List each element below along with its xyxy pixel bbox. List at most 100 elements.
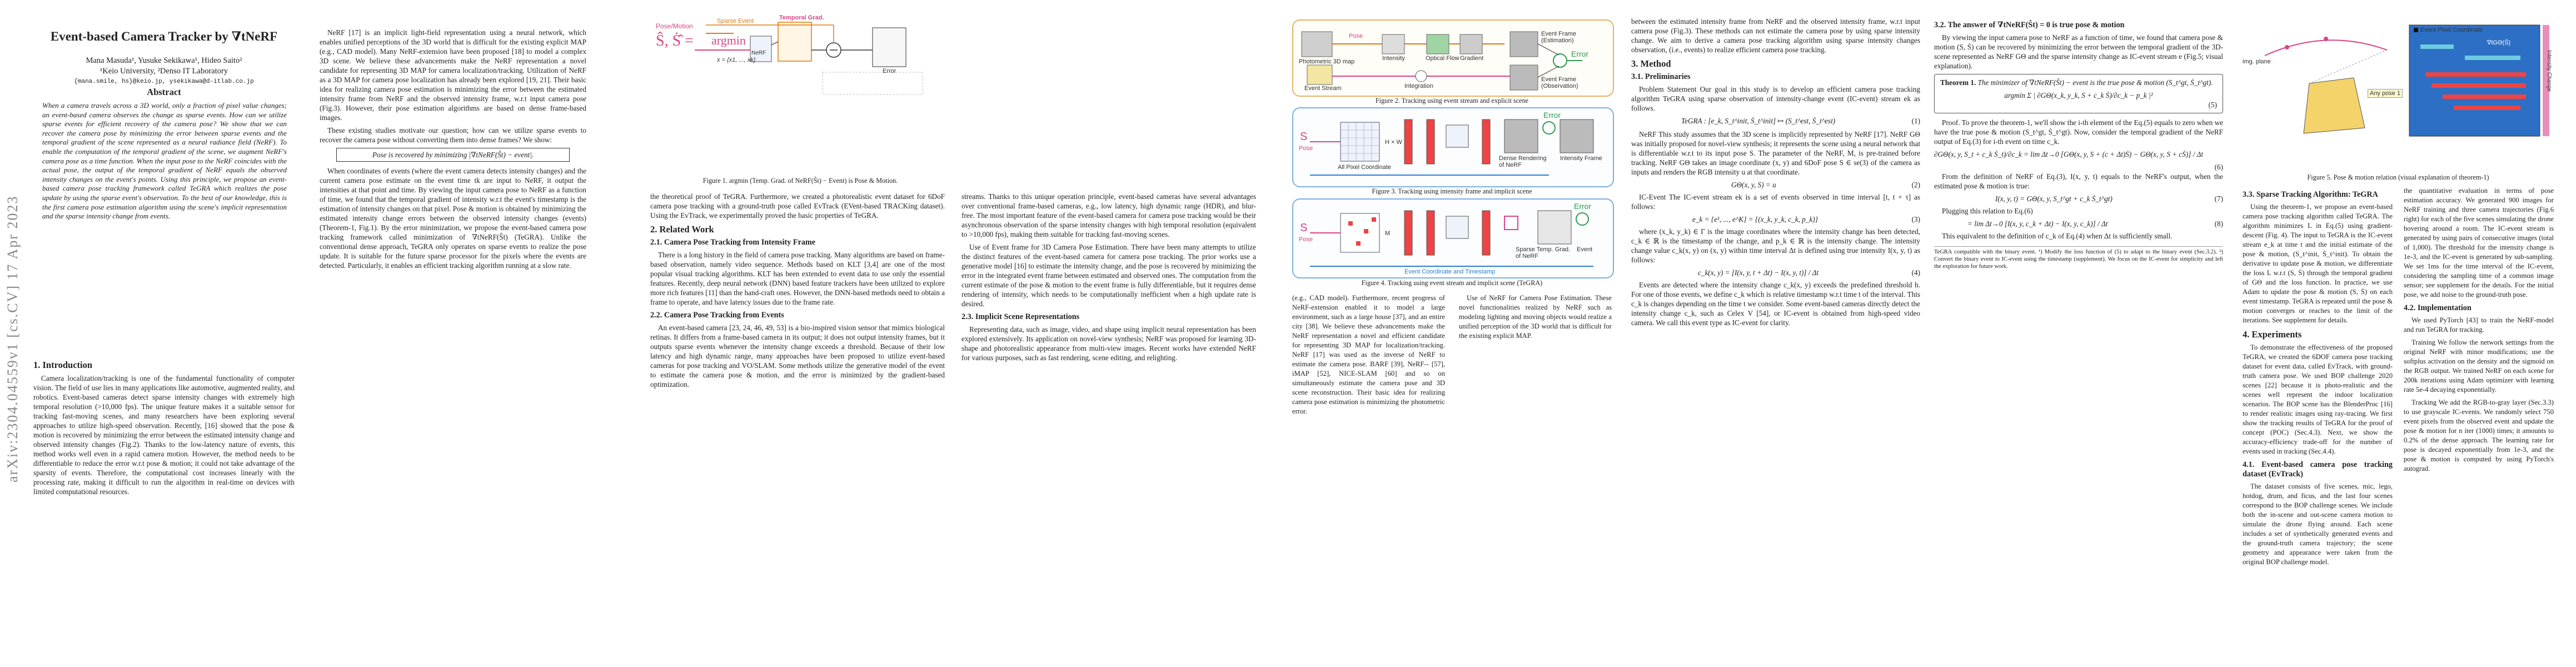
page2-col2: streams. Thanks to this unique operation… — [961, 192, 1256, 366]
event-frame-obs-label: Event Frame (Observation) — [1541, 76, 1578, 89]
intro-column: 1. Introduction Camera localization/trac… — [33, 356, 295, 500]
page3-col1: (e.g., CAD model). Furthermore, recent p… — [1292, 293, 1445, 420]
eq4-number: (4) — [1911, 268, 1920, 277]
figure-2-caption: Figure 2. Tracking using event stream an… — [1375, 97, 1529, 104]
figure-1: Pose/Motion Ŝ, Ṡ̂ = argmin Sparse Event … — [650, 14, 945, 185]
c5-paragraph-1: (e.g., CAD model). Furthermore, recent p… — [1292, 294, 1445, 415]
experiments-heading: 4. Experiments — [2243, 329, 2302, 340]
eq-plug: = lim Δt→0 [I(x, y, c_k + Δt) − I(x, y, … — [1967, 220, 2108, 228]
eq7-number: (7) — [2214, 195, 2223, 203]
page4-col2: 3.3. Sparse Tracking Algorithm: TeGRA Us… — [2243, 186, 2393, 570]
eq3-number: (3) — [1911, 215, 1920, 223]
m-label: M — [1385, 230, 1391, 237]
eq2-number: (2) — [1911, 181, 1920, 189]
legend-text: Event Pixel Coordinate — [2420, 27, 2483, 33]
author-names: Mana Masuda¹, Yusuke Sekikawa¹, Hideo Sa… — [86, 56, 242, 65]
figure-1-diagram — [695, 22, 923, 95]
sparse-grad-label: Sparse Temp. Grad. of NeRF — [1516, 246, 1571, 260]
exp-41-heading: 4.1. Event-based camera pose tracking da… — [2243, 460, 2393, 479]
ic-event-paragraph-2: where (x_k, y_k) ∈ Γ is the image coordi… — [1631, 227, 1920, 264]
authors: Mana Masuda¹, Yusuke Sekikawa¹, Hideo Sa… — [33, 56, 295, 87]
pose-label-fig4: Pose — [1299, 236, 1313, 243]
emails: {mana.smile, hs}@keio.jp, ysekikawa@d-it… — [74, 78, 254, 85]
use-event-frame: Use of Event frame for 3D Camera Pose Es… — [961, 243, 1256, 308]
plug-paragraph: Plugging this relation to Eq.(6) — [1942, 207, 2033, 215]
gradient-label-fig5: ∇tGΘ(Ŝ) — [2487, 39, 2511, 46]
pose-symbol-fig3: S — [1300, 131, 1308, 143]
related-21-text: There is a long history in the field of … — [650, 251, 945, 306]
method-32-heading: 3.2. The answer of ∇tNeRF(Ŝt) = 0 is tru… — [1934, 21, 2125, 29]
page-1: Event-based Camera Tracker by ∇tNeRF Man… — [0, 0, 645, 667]
sparse-event-label: Sparse Event — [717, 18, 754, 24]
plug-paragraph-2: This equivalent to the definition of c_k… — [1942, 232, 2173, 240]
error-label-fig4: Error — [1574, 202, 1592, 211]
eq6-number: (6) — [2214, 163, 2223, 171]
c3-paragraph-1: the theoretical proof of TeGRA. Furtherm… — [650, 192, 945, 220]
page-3: Photometric 3D map Pose Intensity Optica… — [1289, 0, 1934, 667]
related-22-text: An event-based camera [23, 24, 46, 49, 5… — [650, 323, 945, 389]
page3-col3: between the estimated intensity frame fr… — [1631, 17, 1920, 331]
temporal-grad-box — [778, 22, 812, 62]
intro-heading: 1. Introduction — [33, 360, 93, 370]
c6-paragraph-1: between the estimated intensity frame fr… — [1631, 17, 1920, 54]
theorem-title: Theorem 1. — [1940, 78, 1976, 87]
column-2: NeRF [17] is an implicit light-field rep… — [320, 28, 586, 273]
footnote: TeGRA compatible with the binary event. … — [1934, 246, 2223, 270]
event-label-fig4: Event — [1577, 246, 1593, 253]
abstract-heading: Abstract — [147, 87, 181, 97]
figure-5: Event Pixel Coordinate img. plane Any po… — [2243, 17, 2554, 183]
paper-title: Event-based Camera Tracker by ∇tNeRF — [50, 29, 278, 43]
eq-grad-def: ∂GΘ(x, y, S_t + c_k Ṡ_t)/∂c_k = lim Δt→0… — [1934, 150, 2204, 158]
eq1-number: (1) — [1911, 117, 1920, 125]
error-label-fig2: Error — [1571, 49, 1589, 58]
eq-intensity-change: c_k(x, y) = [I(x, y, t + Δt) − I(x, y, t… — [1698, 268, 1819, 277]
figure-4-box: S Pose M Sparse Temp. Grad. of NeRF Even… — [1292, 198, 1614, 278]
page2-col1: the theoretical proof of TeGRA. Furtherm… — [650, 192, 945, 392]
affiliations: ¹Keio University, ²Denso IT Laboratory — [99, 67, 228, 76]
eq2-row: GΘ(x, y, S) = u (2) — [1631, 180, 1920, 192]
figure-5-caption: Figure 5. Pose & motion relation (visual… — [2307, 173, 2489, 181]
img-plane-label: img. plane — [2243, 58, 2271, 65]
eq7-row: I(x, y, t) = GΘ(x, y, S_t^gt + c_k Ṡ_t^g… — [1934, 194, 2223, 206]
photometric-label: Photometric 3D map — [1299, 58, 1355, 65]
pose-symbol-fig4: S — [1300, 222, 1308, 234]
all-pixel-label: All Pixel Coordinate — [1338, 164, 1391, 171]
c9-paragraph-1: the quantitative evaluation in terms of … — [2404, 187, 2554, 298]
error-label-fig3: Error — [1543, 111, 1561, 120]
c2-paragraph-3: When coordinates of events (where the ev… — [320, 167, 586, 270]
integration-label: Integration — [1404, 83, 1433, 89]
nerf-box — [750, 36, 772, 62]
abstract-text: When a camera travels across a 3D world,… — [42, 101, 287, 221]
eq5-number: (5) — [2208, 101, 2217, 109]
event-frame-est-label: Event Frame (Estimation) — [1541, 31, 1576, 44]
nerf-label-fig1: NeRF — [751, 50, 766, 56]
method-31-heading: 3.1. Preliminaries — [1631, 72, 1691, 81]
exp-41-paragraph: The dataset consists of five scenes, mic… — [2243, 482, 2393, 566]
figure-2-diagram — [1301, 31, 1582, 91]
tegra-paragraph: Using the theorem-1, we propose an event… — [2243, 203, 2393, 324]
related-22-heading: 2.2. Camera Pose Tracking from Events — [650, 311, 784, 320]
nerf-paragraph: NeRF This study assumes that the 3D scen… — [1631, 130, 1920, 176]
figure-5-diagram — [2264, 24, 2549, 137]
theorem-equation: argmin Σ | ∂GΘ(x_k, y_k, S + c_k Ṡ)/∂c_k… — [2004, 91, 2153, 99]
method-33-heading: 3.3. Sparse Tracking Algorithm: TeGRA — [2243, 190, 2378, 199]
problem-statement: Problem Statement Our goal in this study… — [1631, 85, 1920, 112]
intensity-change-label: Intensity Change — [2546, 50, 2552, 92]
coord-timestamp-label: Event Coordinate and Timestamp — [1404, 268, 1496, 275]
c7-paragraph-1: By viewing the input camera pose to NeRF… — [1934, 33, 2223, 70]
eq-tegra: TeGRA : [e_k, S_t^init, Ṡ_t^init] ↦ (S_t… — [1681, 117, 1836, 125]
eq8-row: = lim Δt→0 [I(x, y, c_k + Δt) − I(x, y, … — [1934, 219, 2223, 231]
optical-flow-label: Optical Flow — [1426, 55, 1459, 62]
argmin-label: argmin — [711, 33, 746, 47]
s-hat-symbol: Ŝ, Ṡ̂ = — [656, 32, 694, 49]
definition-paragraph: From the definition of NeRF of Eq.(3), I… — [1934, 172, 2223, 190]
page-2: Pose/Motion Ŝ, Ṡ̂ = argmin Sparse Event … — [645, 0, 1289, 667]
exp-42-paragraph: We used PyTorch [43] to train the NeRF-m… — [2404, 316, 2554, 334]
ic-event-paragraph: IC-Event The IC-event stream ek is a set… — [1631, 193, 1920, 211]
ic-event-paragraph-3: Events are detected where the intensity … — [1631, 281, 1920, 327]
eq-nerf-true: I(x, y, t) = GΘ(x, y, S_t^gt + c_k Ṡ_t^g… — [1995, 195, 2112, 203]
pose-label-fig2: Pose — [1349, 33, 1363, 39]
c2-paragraph-1: NeRF [17] is an implicit light-field rep… — [320, 28, 586, 122]
exp-42-heading: 4.2. Implementation — [2404, 303, 2472, 312]
boxed-statement: Pose is recovered by minimizing |∇tNeRF(… — [336, 148, 570, 162]
